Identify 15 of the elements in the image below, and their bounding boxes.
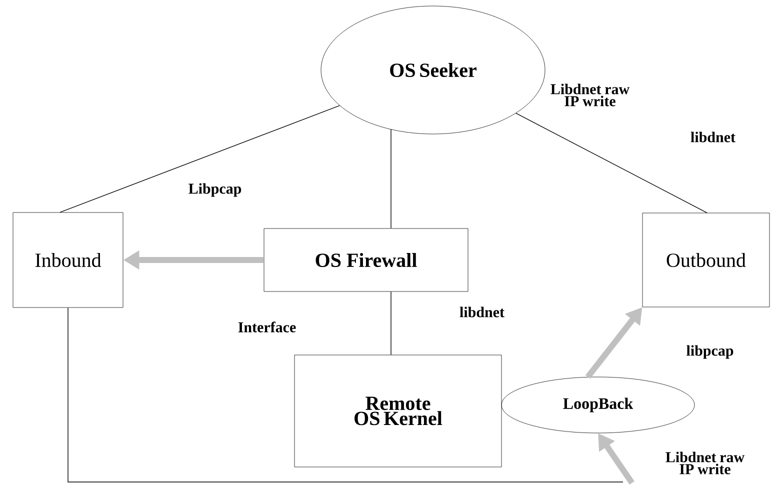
annotation-label: libdnet [690, 132, 736, 142]
annotation-label: libdnet [460, 306, 504, 318]
process-box: Inbound [12, 212, 124, 308]
connector-line [390, 128, 392, 229]
connector-line [516, 112, 708, 214]
annotation-label: Libdnet raw IP write [666, 452, 744, 474]
process-box: OS Firewall [264, 228, 468, 292]
process-box: Remote OS Kernel [294, 354, 502, 468]
annotation-label: libpcap [686, 345, 734, 359]
process-box: Outbound [642, 212, 770, 308]
connector-line [390, 291, 392, 356]
connector-line [60, 105, 340, 213]
connector-line [68, 307, 624, 482]
annotation-label: Interface [238, 322, 296, 332]
annotation-label: Libpcap [188, 183, 242, 197]
